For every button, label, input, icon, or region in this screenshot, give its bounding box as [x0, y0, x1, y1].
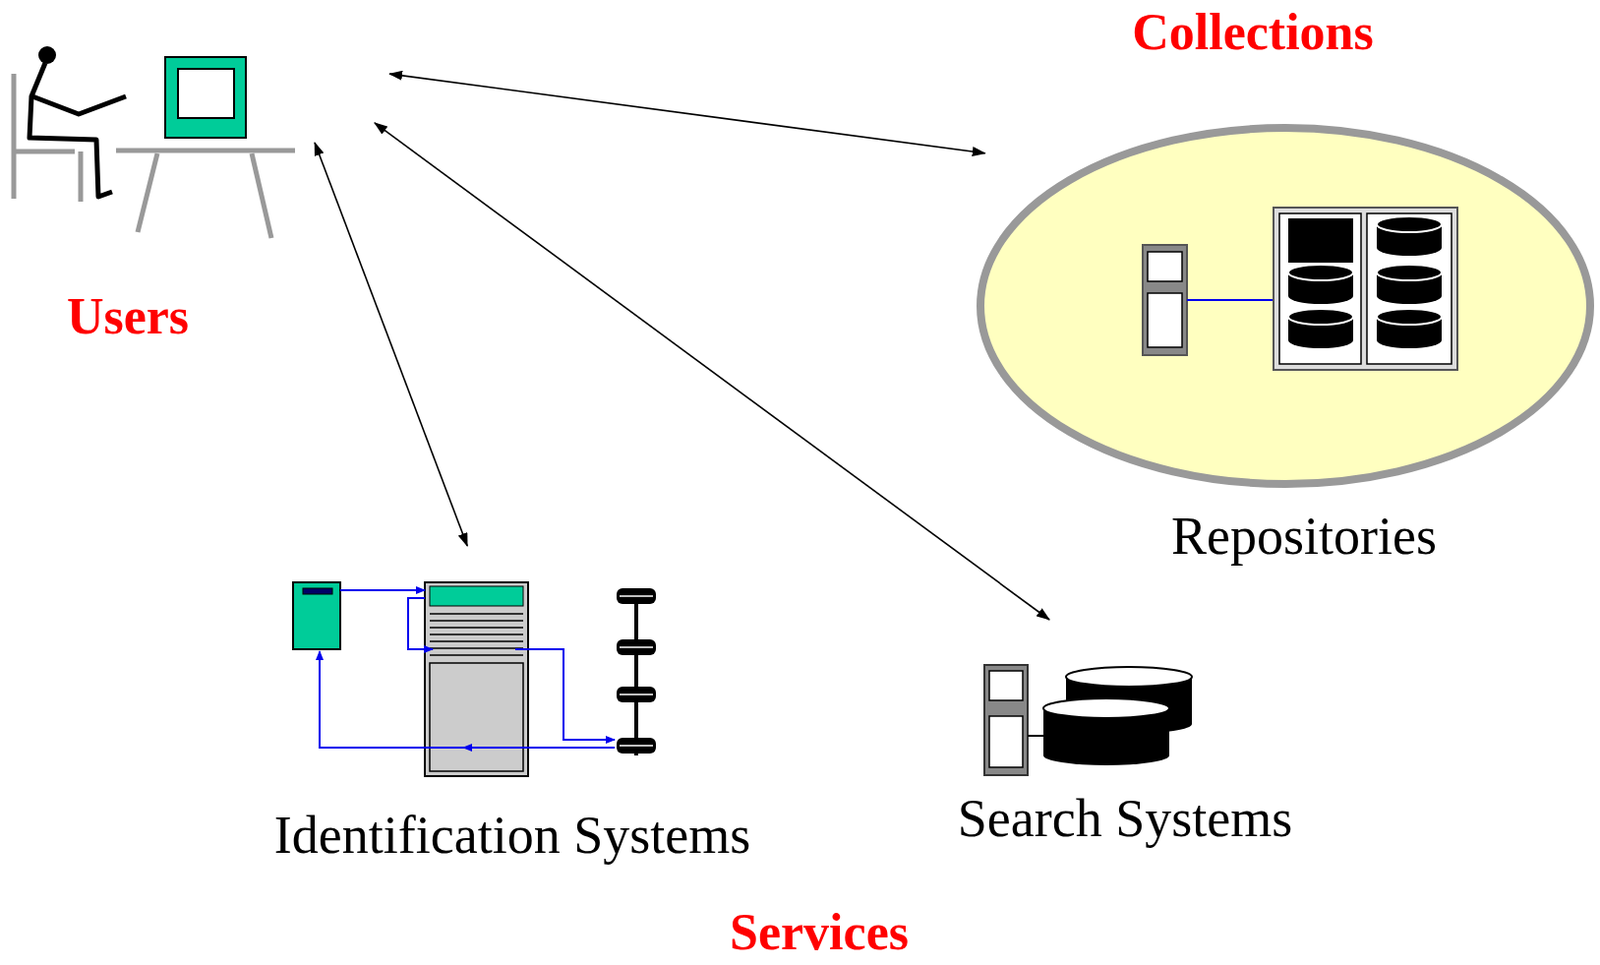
connector-arrow	[374, 122, 1050, 620]
search-icon	[984, 664, 1192, 775]
node-label: Identification Systems	[274, 808, 751, 862]
connector-arrow	[314, 142, 468, 546]
group-heading: Services	[729, 906, 909, 958]
group-heading: Users	[66, 291, 189, 343]
service-system: Search Systems	[924, 619, 1328, 856]
node-label: Search Systems	[957, 791, 1293, 845]
node-label: Repositories	[1171, 509, 1437, 563]
collection-ellipse: CollectionsRepositories	[974, 121, 1597, 490]
ellipse-outline	[974, 121, 1597, 490]
repository-icon	[1142, 207, 1458, 370]
connector-arrow	[389, 73, 986, 154]
identification-icon	[293, 582, 656, 776]
user-figure	[13, 46, 296, 238]
service-system: Identification Systems	[236, 545, 787, 871]
user-station: Users	[9, 39, 394, 335]
group-heading: Collections	[1131, 6, 1374, 59]
